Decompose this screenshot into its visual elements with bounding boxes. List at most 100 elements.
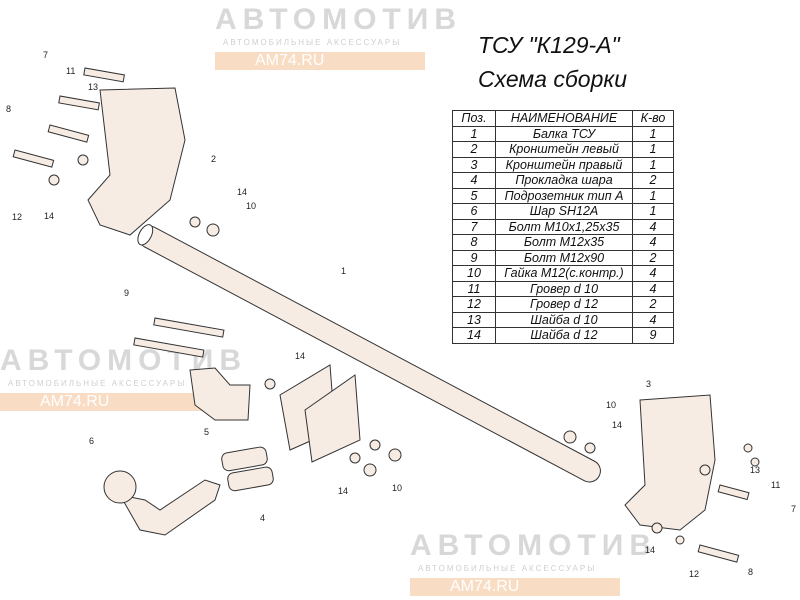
- cell-name: Кронштейн правый: [495, 156, 633, 173]
- cell-qty: 2: [632, 172, 674, 189]
- cell-qty: 1: [632, 156, 674, 173]
- cell-qty: 2: [632, 249, 674, 266]
- drawing-title: ТСУ "К129-А": [478, 32, 620, 58]
- cell-name: Прокладка шара: [495, 172, 633, 189]
- tow-ball-neck: [119, 479, 221, 536]
- callout-label: 11: [66, 66, 75, 76]
- callout-label: 13: [88, 82, 98, 92]
- cell-qty: 4: [632, 265, 674, 282]
- drawing-subtitle: Схема сборки: [478, 66, 628, 92]
- washers-and-nuts: [48, 154, 760, 545]
- cell-qty: 4: [632, 311, 674, 328]
- callout-label: 14: [295, 351, 305, 361]
- cell-name: Подрозетник тип А: [495, 187, 633, 204]
- cell-name: Кронштейн левый: [495, 141, 633, 158]
- callout-label: 10: [606, 400, 616, 410]
- cell-pos: 11: [452, 280, 496, 297]
- callout-label: 14: [338, 486, 348, 496]
- callout-label: 14: [645, 545, 655, 555]
- tow-ball: [103, 470, 137, 504]
- cell-pos: 14: [452, 327, 496, 344]
- cell-qty: 1: [632, 141, 674, 158]
- cell-qty: 2: [632, 296, 674, 313]
- left-bracket: [87, 87, 186, 236]
- callout-label: 7: [43, 50, 48, 60]
- cell-name: Шар SH12A: [495, 203, 633, 220]
- col-pos: Поз.: [452, 110, 496, 127]
- callout-label: 10: [392, 483, 402, 493]
- cell-pos: 3: [452, 156, 496, 173]
- cell-pos: 9: [452, 249, 496, 266]
- tow-beam: [137, 224, 601, 483]
- cell-qty: 1: [632, 203, 674, 220]
- cell-pos: 5: [452, 187, 496, 204]
- col-qty: К-во: [632, 110, 674, 127]
- callout-label: 1: [341, 266, 346, 276]
- cell-name: Болт М12х90: [495, 249, 633, 266]
- cell-pos: 6: [452, 203, 496, 220]
- cell-pos: 13: [452, 311, 496, 328]
- cell-pos: 12: [452, 296, 496, 313]
- cell-pos: 7: [452, 218, 496, 235]
- cell-qty: 9: [632, 327, 674, 344]
- cell-pos: 2: [452, 141, 496, 158]
- cell-name: Балка ТСУ: [495, 125, 633, 142]
- ball-pad: [221, 446, 268, 472]
- cell-qty: 1: [632, 125, 674, 142]
- cell-name: Болт М10х1,25х35: [495, 218, 633, 235]
- ball-pad: [227, 466, 274, 492]
- callout-label: 12: [12, 212, 22, 222]
- callout-label: 9: [124, 288, 129, 298]
- callout-label: 14: [612, 420, 622, 430]
- callout-label: 8: [6, 104, 11, 114]
- socket-bracket: [189, 367, 251, 421]
- callout-label: 10: [246, 201, 256, 211]
- callout-label: 14: [44, 211, 54, 221]
- beam-plate: [304, 374, 361, 463]
- callout-label: 2: [211, 154, 216, 164]
- cell-pos: 4: [452, 172, 496, 189]
- cell-name: Шайба d 12: [495, 327, 633, 344]
- callout-label: 3: [646, 379, 651, 389]
- callout-label: 4: [260, 513, 265, 523]
- cell-pos: 1: [452, 125, 496, 142]
- cell-qty: 4: [632, 280, 674, 297]
- cell-qty: 4: [632, 234, 674, 251]
- cell-name: Гровер d 10: [495, 280, 633, 297]
- callout-label: 7: [791, 504, 796, 514]
- cell-pos: 10: [452, 265, 496, 282]
- cell-name: Болт М12х35: [495, 234, 633, 251]
- right-bracket: [624, 394, 716, 531]
- cell-qty: 1: [632, 187, 674, 204]
- callout-label: 13: [750, 465, 760, 475]
- callout-label: 5: [204, 427, 209, 437]
- cell-name: Шайба d 10: [495, 311, 633, 328]
- callout-label: 8: [748, 567, 753, 577]
- bolts: [12, 67, 750, 563]
- cell-name: Гайка М12(с.контр.): [495, 265, 633, 282]
- cell-pos: 8: [452, 234, 496, 251]
- callout-label: 12: [689, 569, 699, 579]
- cell-qty: 4: [632, 218, 674, 235]
- cell-name: Гровер d 12: [495, 296, 633, 313]
- callout-label: 14: [237, 187, 247, 197]
- col-name: НАИМЕНОВАНИЕ: [495, 110, 633, 127]
- callout-label: 6: [89, 436, 94, 446]
